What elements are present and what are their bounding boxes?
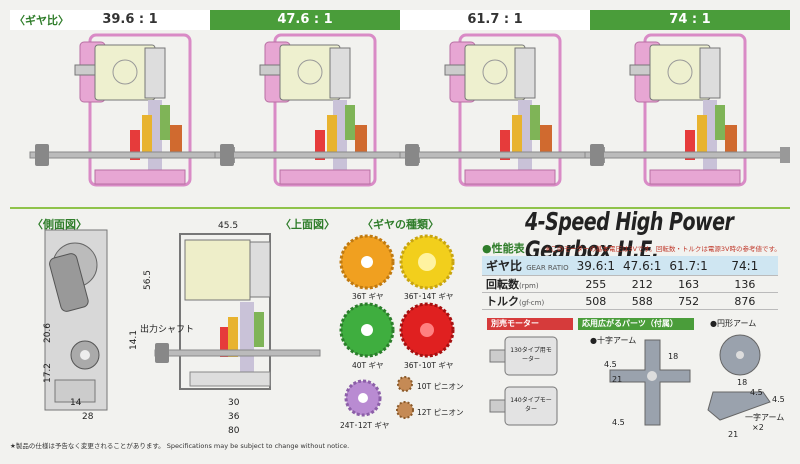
- cross-arm-icon: [609, 339, 691, 426]
- top-view-label: 〈上面図〉: [280, 218, 335, 231]
- gear-36t-icon: [339, 234, 395, 290]
- pinion-10t-caption: 10T ピニオン: [417, 382, 464, 391]
- spec-row-rpm: 回転数(rpm) 255 212 163 136: [482, 275, 778, 293]
- spec-cell: 163: [665, 275, 712, 293]
- arm-dim: 4.5: [612, 418, 625, 427]
- gear-ratio-label: 〈ギヤ比〉: [14, 14, 69, 27]
- gearbox-variant-4: [583, 33, 790, 187]
- gear-24t-12t-caption: 24T･12T ギヤ: [340, 421, 390, 430]
- gearbox-variant-3: [398, 33, 612, 187]
- gear-24t-12t-icon: [344, 379, 382, 417]
- straight-arm-label: 一字アーム: [745, 413, 785, 422]
- ratio-segment-1: 39.6 : 1: [10, 10, 210, 30]
- gear-types-drawing: [339, 234, 455, 419]
- spec-ratio-3: 61.7:1: [665, 256, 712, 276]
- spec-cell: 752: [665, 292, 712, 310]
- spec-ratio-4: 74:1: [711, 256, 778, 276]
- spec-row-label: 回転数(rpm): [482, 275, 573, 293]
- arms-drawing: [609, 334, 771, 426]
- side-view-drawing: [44, 229, 108, 411]
- dim-14-1: 14.1: [129, 329, 140, 351]
- pinion-10t-icon: [397, 376, 413, 392]
- gear-36t-caption: 36T ギヤ: [352, 292, 384, 301]
- gear-40t-caption: 40T ギヤ: [352, 361, 384, 370]
- output-shaft-label: 出力シャフト: [140, 325, 195, 335]
- dim-17-2: 17.2: [43, 362, 54, 384]
- ratio-segment-2: 47.6 : 1: [210, 10, 400, 30]
- spec-header-cell: ギヤ比 GEAR RATIO: [482, 256, 573, 276]
- spec-table: ギヤ比 GEAR RATIO 39.6:1 47.6:1 61.7:1 74:1…: [482, 256, 778, 310]
- spec-ratio-1: 39.6:1: [572, 256, 620, 276]
- round-arm-label: ●円形アーム: [710, 319, 757, 328]
- spec-ratio-2: 47.6:1: [619, 256, 666, 276]
- arm-dim: 21: [728, 430, 739, 439]
- spec-row-torque: トルク(gf-cm) 508 588 752 876: [482, 292, 778, 310]
- gear-ratio-bar: 39.6 : 1 47.6 : 1 61.7 : 1 74 : 1: [10, 10, 790, 30]
- gearbox-variants-illustration: [28, 33, 790, 187]
- gear-40t-icon: [339, 302, 395, 358]
- separate-motor-tab: 別売モーター: [487, 318, 573, 330]
- spec-heading: ●性能表: [482, 242, 525, 255]
- pinion-12t-caption: 12T ピニオン: [417, 408, 464, 417]
- motors-drawing: [489, 336, 558, 426]
- spec-cell: 255: [572, 275, 620, 293]
- side-view-label: 〈側面図〉: [32, 218, 87, 231]
- spec-cell: 212: [619, 275, 666, 293]
- dim-20-6: 20.6: [43, 322, 54, 344]
- footer-note: ★製品の仕様は予告なく変更されることがあります。 Specifications …: [10, 442, 350, 450]
- arm-dim: 21: [612, 375, 623, 384]
- pinion-12t-icon: [396, 401, 414, 419]
- dim-30: 30: [228, 398, 240, 408]
- dim-80: 80: [228, 426, 240, 436]
- straight-arm-icon: [707, 391, 771, 421]
- spec-cell: 876: [711, 292, 778, 310]
- gear-36t-14t-icon: [399, 234, 455, 290]
- arm-dim: 18: [737, 378, 748, 387]
- ratio-segment-3: 61.7 : 1: [400, 10, 590, 30]
- motor-130-label: 130タイプ用モーター: [510, 347, 552, 363]
- gear-36t-10t-caption: 36T･10T ギヤ: [404, 361, 454, 370]
- straight-arm-qty: ×2: [752, 423, 764, 432]
- top-view-drawing: [154, 233, 321, 390]
- arm-dim: 4.5: [772, 395, 785, 404]
- dim-45-5: 45.5: [218, 221, 239, 231]
- dim-36: 36: [228, 412, 240, 422]
- spec-header-row: ギヤ比 GEAR RATIO 39.6:1 47.6:1 61.7:1 74:1: [482, 256, 778, 276]
- motor-140-label: 140タイプモーター: [510, 397, 552, 413]
- gearbox-variant-2: [213, 33, 427, 187]
- gearbox-variant-1: [28, 33, 242, 187]
- spec-cell: 136: [711, 275, 778, 293]
- section-divider: [10, 207, 790, 209]
- spec-row-label: トルク(gf-cm): [482, 292, 573, 310]
- gear-36t-10t-icon: [399, 302, 455, 358]
- spec-cell: 508: [572, 292, 620, 310]
- gear-36t-14t-caption: 36T･14T ギヤ: [404, 292, 454, 301]
- spec-note: ※このモーターの基本電圧は3Vです。回転数・トルクは電源3V時の参考値です。: [545, 245, 781, 253]
- cross-arm-label: ●十字アーム: [590, 336, 637, 345]
- expansion-parts-tab: 応用広がるパーツ（付属）: [578, 318, 694, 330]
- arm-dim: 4.5: [750, 388, 763, 397]
- round-arm-icon: [719, 334, 761, 376]
- dim-14: 14: [70, 398, 82, 408]
- gear-types-label: 〈ギヤの種類〉: [362, 218, 439, 231]
- arm-dim: 18: [668, 352, 679, 361]
- arm-dim: 4.5: [604, 360, 617, 369]
- spec-cell: 588: [619, 292, 666, 310]
- dim-28: 28: [82, 412, 94, 422]
- ratio-segment-4: 74 : 1: [590, 10, 790, 30]
